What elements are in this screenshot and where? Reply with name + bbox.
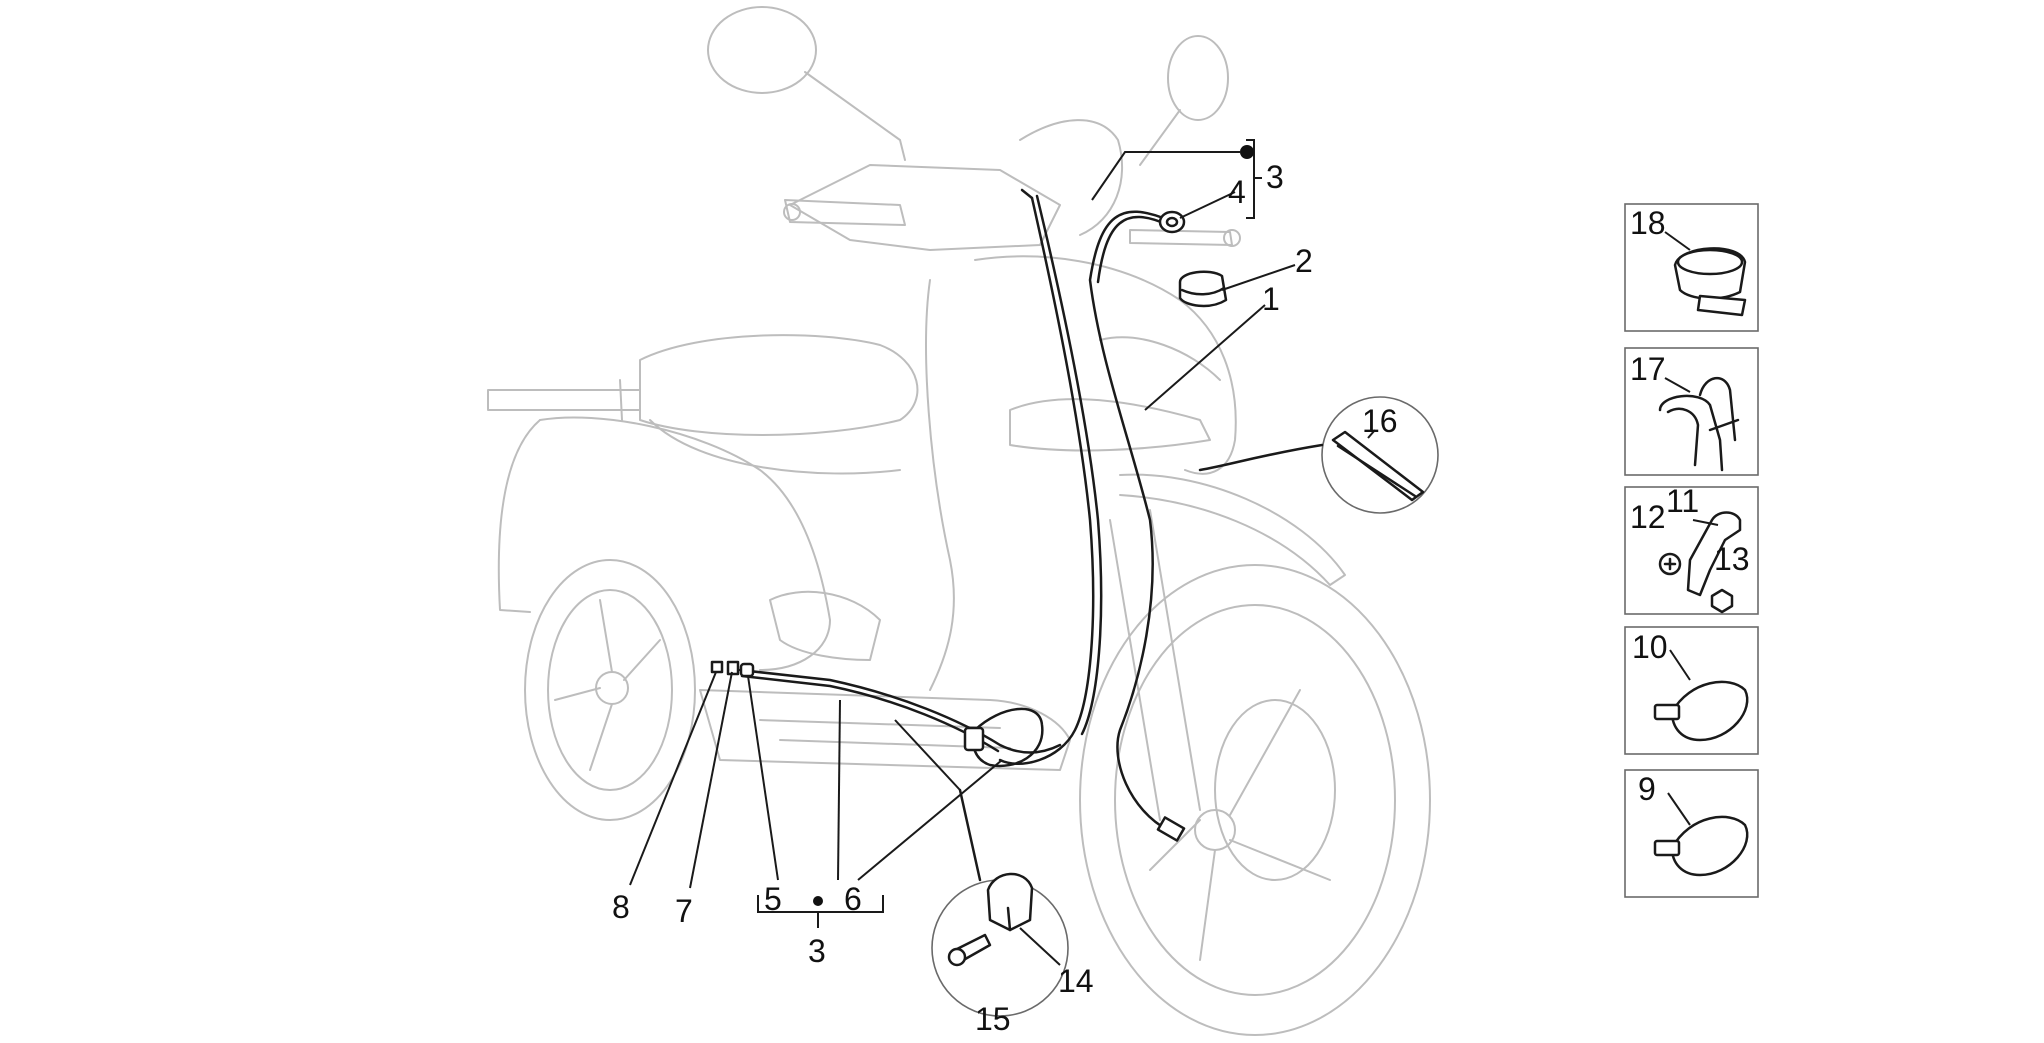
callout-7: 7 xyxy=(675,893,693,929)
callout-12: 12 xyxy=(1630,499,1666,535)
box-11-13 xyxy=(1624,486,1759,615)
callout-8: 8 xyxy=(612,889,630,925)
detail-16-edge-strip xyxy=(1198,396,1439,514)
callout-10: 10 xyxy=(1632,629,1668,665)
callout-16: 16 xyxy=(1362,403,1398,439)
part-6-cable-tie xyxy=(963,707,1044,768)
callout-3-bottom: 3 xyxy=(808,933,826,969)
part-4-clip xyxy=(1158,210,1186,234)
callout-18: 18 xyxy=(1630,205,1666,241)
callout-4: 4 xyxy=(1228,174,1246,210)
callout-13: 13 xyxy=(1714,541,1750,577)
detail-14-15-clamp-screw xyxy=(931,788,1069,1017)
box-17 xyxy=(1624,347,1759,476)
leader-lines xyxy=(629,139,1719,966)
box-10 xyxy=(1624,626,1759,755)
callout-11: 11 xyxy=(1666,483,1699,519)
box-9 xyxy=(1624,769,1759,898)
callout-5: 5 xyxy=(764,881,782,917)
callout-14: 14 xyxy=(1058,963,1094,999)
callout-9: 9 xyxy=(1638,771,1656,807)
callout-2: 2 xyxy=(1295,243,1313,279)
part-2-clamp xyxy=(1178,270,1228,308)
callout-6: 6 xyxy=(844,881,862,917)
cable-assembly xyxy=(710,188,1186,842)
box-18 xyxy=(1624,203,1759,332)
callout-15: 15 xyxy=(975,1001,1011,1037)
callout-labels: 1 2 3 4 16 8 7 5 6 3 14 15 18 17 12 11 1… xyxy=(612,159,1750,1037)
scooter-outline xyxy=(487,6,1431,1036)
callout-3-top: 3 xyxy=(1266,159,1284,195)
callout-1: 1 xyxy=(1262,281,1280,317)
callout-17: 17 xyxy=(1630,351,1666,387)
